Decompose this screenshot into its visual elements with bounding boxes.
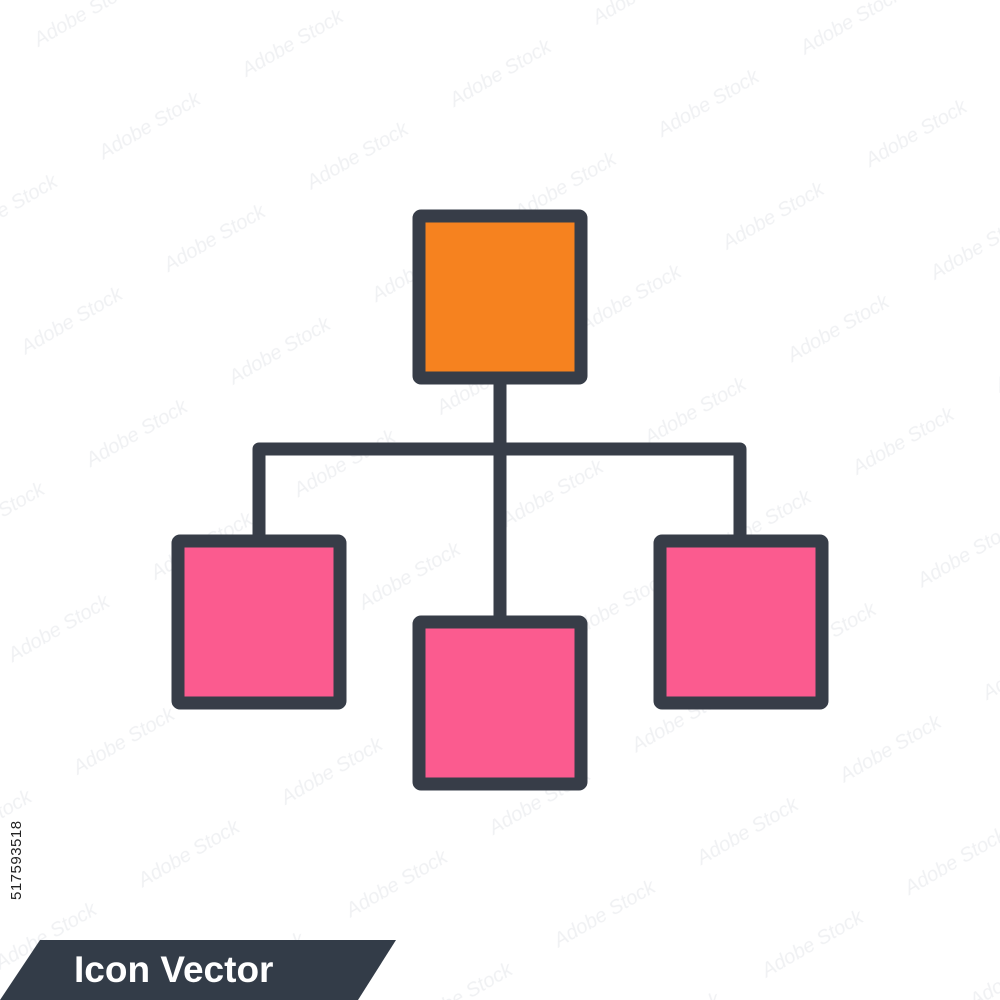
connector-lines <box>252 373 747 629</box>
child-node-left-box <box>171 534 347 710</box>
child-node-center-box <box>412 615 588 791</box>
banner-label: Icon Vector <box>74 949 274 990</box>
banner-background <box>0 940 396 1000</box>
stock-id-label: 517593518 <box>8 820 25 900</box>
branch-bar-line <box>252 442 747 547</box>
icon-vector-banner: Icon Vector <box>0 940 400 1000</box>
child-node-right-box <box>653 534 829 710</box>
root-node-box <box>412 209 588 385</box>
